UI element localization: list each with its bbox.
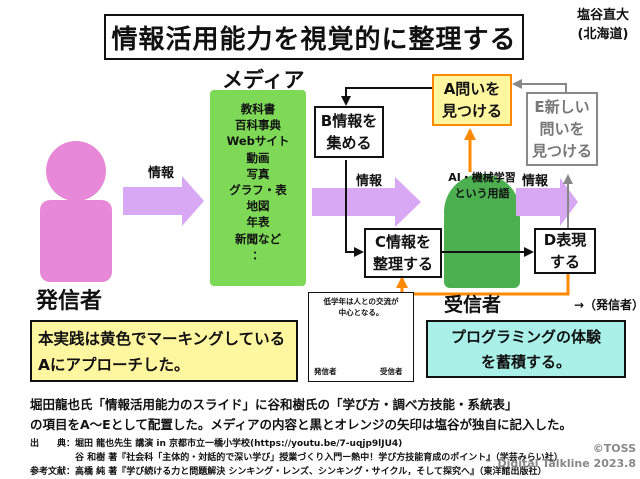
note-teal: プログラミングの体験 を蓄積する。 bbox=[426, 320, 626, 378]
reference-source: 出 典：堀田 龍也先生 講演 in 京都市立一橋小学校(https://yout… bbox=[30, 439, 403, 449]
media-item: 写真 bbox=[246, 166, 270, 181]
note-teal-line1: プログラミングの体験 bbox=[450, 328, 601, 346]
ai-label-line2: という用語 bbox=[454, 187, 510, 200]
copyright-line1: ©TOSS bbox=[592, 442, 636, 455]
info-arrow-to-d-box bbox=[516, 178, 578, 226]
note-yellow: 本実践は黄色でマーキングしている Aにアプローチした。 bbox=[30, 320, 298, 382]
note-yellow-line2: Aにアプローチした。 bbox=[38, 356, 190, 374]
box-c-line1: C情報を bbox=[374, 233, 431, 251]
box-e-line2: 問いを bbox=[539, 120, 585, 138]
media-list: 教科書 百科事典 Webサイト 動画 写真 グラフ・表 地図 年表 新聞など ： bbox=[210, 101, 306, 263]
box-b-collect-info: B情報を 集める bbox=[314, 106, 384, 158]
mini-note-line1: 低学年は人との交流が bbox=[323, 297, 399, 306]
orange-arrow-d-to-c bbox=[396, 274, 570, 296]
media-item: 地図 bbox=[246, 199, 270, 214]
gray-arrow-e-to-a bbox=[512, 79, 567, 92]
sender-head bbox=[46, 141, 106, 201]
author-name: 塩谷直大 bbox=[576, 8, 629, 23]
copyright-line2: Digital Talkline 2023.8 bbox=[497, 457, 636, 470]
media-label: メディア bbox=[222, 68, 305, 92]
explanation-line1: 堀田龍也氏「情報活用能力のスライド」に谷和樹氏の「学び方・調べ方技能・系統表」 bbox=[30, 397, 518, 412]
sender-label: 発信者 bbox=[36, 289, 103, 314]
box-e-line1: E新しい bbox=[534, 98, 590, 116]
note-yellow-line1: 本実践は黄色でマーキングしている bbox=[38, 330, 286, 348]
arrow-b-to-c bbox=[345, 160, 364, 257]
arrow-a-to-b bbox=[341, 87, 432, 106]
mini-legend-note: 低学年は人との交流が 中心となる。 bbox=[312, 296, 410, 318]
media-box bbox=[210, 90, 306, 286]
receiver-body bbox=[444, 212, 520, 288]
receiver-label: 受信者 bbox=[444, 294, 502, 316]
media-item: グラフ・表 bbox=[229, 183, 287, 198]
box-e-line3: 見つける bbox=[531, 142, 592, 160]
box-c-organize-info: C情報を 整理する bbox=[364, 228, 442, 278]
mini-note-line2: 中心となる。 bbox=[338, 308, 384, 317]
box-c-line2: 整理する bbox=[372, 255, 433, 273]
copyright: ©TOSS Digital Talkline 2023.8 bbox=[478, 441, 636, 471]
page-title: 情報活用能力を視覚的に整理する bbox=[104, 14, 524, 60]
receiver-figure bbox=[444, 174, 520, 288]
info-arrow-sender-to-media bbox=[123, 176, 204, 226]
media-item: 教科書 bbox=[240, 102, 276, 116]
reference-literature: 参考文献：高橋 純 著『学び続ける力と問題解決 シンキング・レンズ、シンキング・… bbox=[30, 467, 547, 477]
info-label-sender: 情報 bbox=[148, 166, 175, 181]
box-b-line1: B情報を bbox=[320, 112, 378, 130]
media-item: 年表 bbox=[246, 215, 270, 230]
media-item: 新聞など bbox=[235, 231, 281, 246]
info-label-receiver: 情報 bbox=[522, 174, 549, 189]
sender-figure bbox=[40, 141, 112, 282]
box-d-express: D表現 する bbox=[534, 228, 596, 274]
media-item: Webサイト bbox=[226, 134, 290, 149]
box-d-line1: D表現 bbox=[543, 231, 587, 249]
mini-receiver-label: 受信者 bbox=[380, 367, 403, 376]
info-arrow-media-to-receiver bbox=[312, 177, 421, 227]
ai-ml-label: AI・機械学習 という用語 bbox=[428, 170, 536, 202]
media-item: 動画 bbox=[246, 150, 270, 165]
explanation-text: 堀田龍也氏「情報活用能力のスライド」に谷和樹氏の「学び方・調べ方技能・系統表」 … bbox=[30, 395, 635, 435]
box-b-line2: 集める bbox=[326, 134, 372, 152]
box-a-line2: 見つける bbox=[441, 102, 502, 120]
reference-book: 谷 和樹 著『社会科「主体的・対話的で深い学び」授業づくり入門ー熱中！学び方技能… bbox=[30, 453, 563, 463]
box-a-line1: A問いを bbox=[443, 80, 501, 98]
media-item: ： bbox=[252, 247, 264, 262]
mini-legend-box bbox=[308, 292, 414, 382]
box-a-find-question: A問いを 見つける bbox=[432, 74, 512, 126]
explanation-line2: の項目をA〜Eとして配置した。メディアの内容と黒とオレンジの矢印は塩谷が独自に記… bbox=[30, 417, 572, 432]
box-e-new-question: E新しい 問いを 見つける bbox=[526, 92, 598, 166]
author: 塩谷直大 (北海道) bbox=[568, 6, 638, 44]
sender-body bbox=[40, 200, 112, 282]
info-label-media: 情報 bbox=[356, 174, 383, 189]
media-item: 百科事典 bbox=[235, 118, 281, 133]
ai-label-line1: AI・機械学習 bbox=[448, 171, 516, 184]
references: 出 典：堀田 龍也先生 講演 in 京都市立一橋小学校(https://yout… bbox=[30, 437, 635, 479]
box-d-line2: する bbox=[549, 253, 580, 271]
mini-sender-label: 発信者 bbox=[314, 367, 337, 376]
author-region: (北海道) bbox=[577, 27, 629, 42]
receiver-sub-label: →（発信者） bbox=[574, 298, 640, 312]
note-teal-line2: を蓄積する。 bbox=[480, 353, 571, 371]
